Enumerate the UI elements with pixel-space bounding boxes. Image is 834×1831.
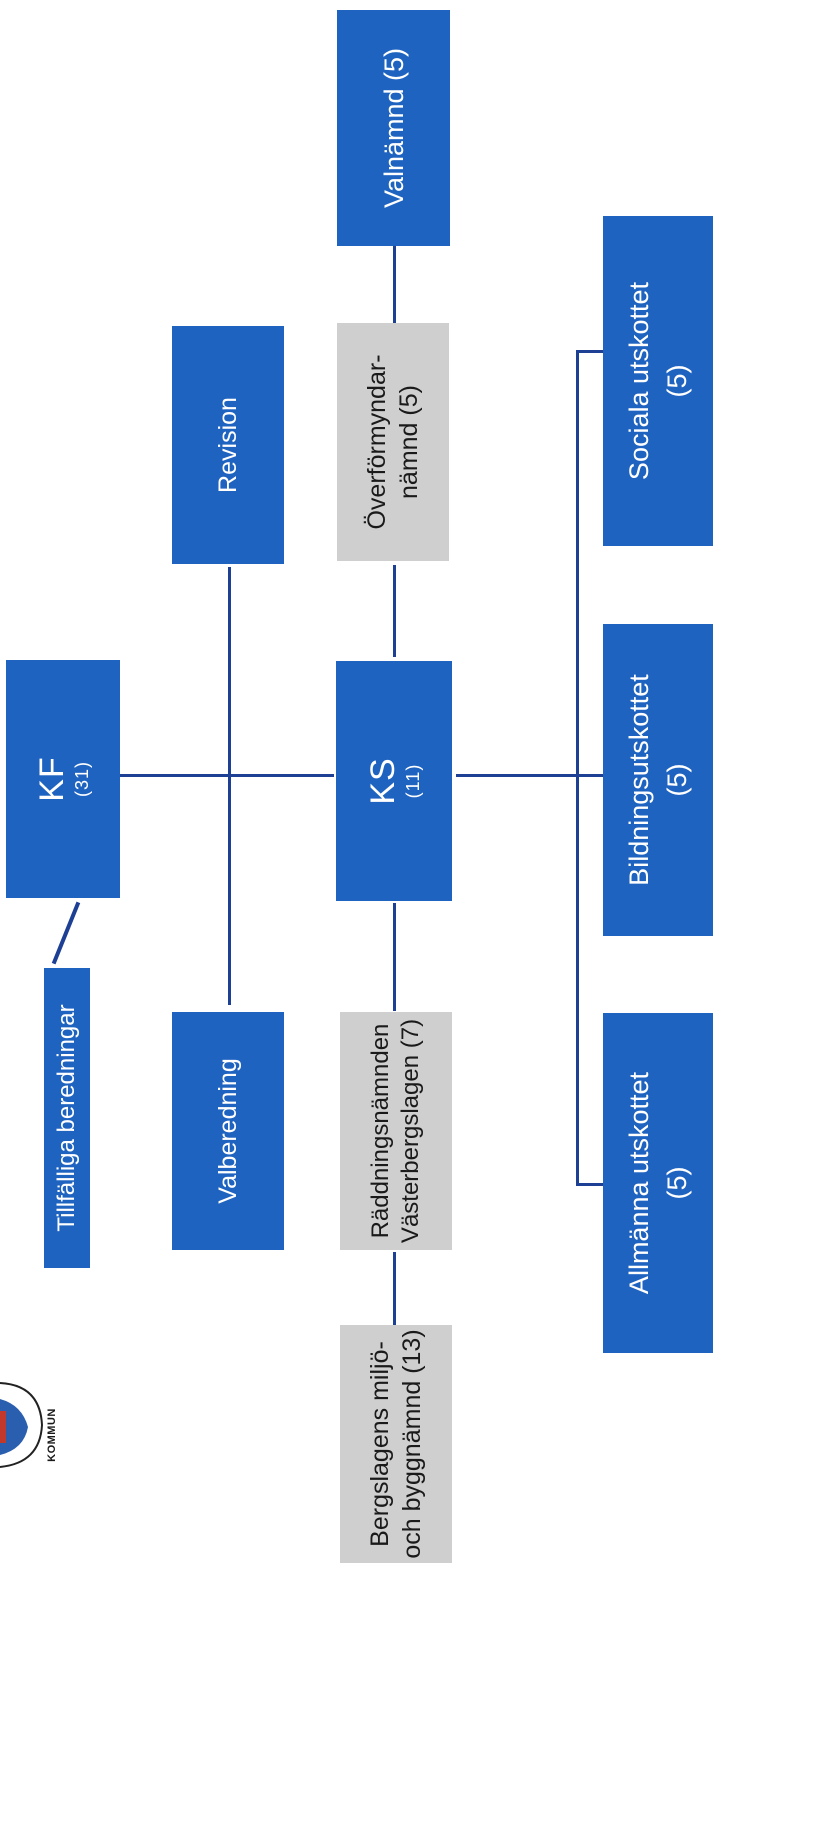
valberedning-label: Valberedning bbox=[214, 1058, 242, 1204]
kommun-logo-text: KOMMUN bbox=[46, 1408, 58, 1462]
overformyndarnamnd-line-1: Överförmyndar- bbox=[363, 354, 391, 530]
overformyndarnamnd-box: Överförmyndar- nämnd (5) bbox=[337, 323, 449, 561]
bildningsutskottet-line-2: (5) bbox=[662, 763, 692, 797]
kf-label: KF (31) bbox=[33, 756, 93, 801]
connector-tillfalliga-kf bbox=[51, 901, 81, 965]
kommun-logo: KOMMUN bbox=[0, 1375, 62, 1493]
ks-title: KS bbox=[364, 757, 402, 805]
valnamnd-box: Valnämnd (5) bbox=[337, 10, 450, 246]
valnamnd-label: Valnämnd (5) bbox=[378, 47, 409, 209]
bergslagens-namnd-label: Bergslagens miljö- och byggnämnd (13) bbox=[364, 1329, 428, 1558]
raddningsnamnden-line-2: Västerbergslagen (7) bbox=[397, 1018, 424, 1244]
connector-overformyndar-valnamnd bbox=[393, 245, 396, 323]
raddningsnamnden-label: Räddningsnämnden Västerbergslagen (7) bbox=[366, 1019, 426, 1243]
raddningsnamnden-box: Räddningsnämnden Västerbergslagen (7) bbox=[340, 1012, 452, 1250]
ks-count: (11) bbox=[403, 763, 423, 799]
allmanna-utskottet-line-1: Allmänna utskottet bbox=[624, 1071, 654, 1295]
sociala-utskottet-line-2: (5) bbox=[662, 364, 692, 398]
kommun-logo-mark bbox=[0, 1382, 44, 1468]
overformyndarnamnd-line-2: nämnd (5) bbox=[395, 385, 423, 499]
bergslagens-namnd-line-2: och byggnämnd (13) bbox=[398, 1329, 426, 1559]
revision-label: Revision bbox=[214, 397, 242, 493]
tillfalliga-beredningar-box: Tillfälliga beredningar bbox=[44, 968, 90, 1268]
raddningsnamnden-line-1: Räddningsnämnden bbox=[367, 1023, 394, 1239]
bildningsutskottet-box: Bildningsutskottet (5) bbox=[603, 624, 713, 936]
ks-box: KS (11) bbox=[336, 661, 452, 901]
sociala-utskottet-box: Sociala utskottet (5) bbox=[603, 216, 713, 546]
connector-valberedning-revision bbox=[228, 567, 231, 1005]
connector-ks-committees bbox=[456, 774, 578, 777]
bildningsutskottet-label: Bildningsutskottet (5) bbox=[620, 674, 696, 886]
tillfalliga-beredningar-label: Tillfälliga beredningar bbox=[53, 1004, 80, 1232]
bildningsutskottet-line-1: Bildningsutskottet bbox=[624, 674, 654, 886]
valberedning-box: Valberedning bbox=[172, 1012, 284, 1250]
connector-kf-spine bbox=[120, 774, 334, 777]
allmanna-utskottet-line-2: (5) bbox=[662, 1166, 692, 1200]
revision-box: Revision bbox=[172, 326, 284, 564]
allmanna-utskottet-box: Allmänna utskottet (5) bbox=[603, 1013, 713, 1353]
connector-ks-raddning bbox=[393, 903, 396, 1011]
kf-title: KF bbox=[33, 756, 71, 802]
kf-box: KF (31) bbox=[6, 660, 120, 898]
connector-ks-overformyndar bbox=[393, 565, 396, 657]
bergslagens-namnd-box: Bergslagens miljö- och byggnämnd (13) bbox=[340, 1325, 452, 1563]
bergslagens-namnd-line-1: Bergslagens miljö- bbox=[366, 1341, 394, 1547]
ks-label: KS (11) bbox=[364, 757, 424, 804]
connector-bus-sociala bbox=[576, 350, 603, 353]
overformyndarnamnd-label: Överförmyndar- nämnd (5) bbox=[361, 354, 425, 529]
allmanna-utskottet-label: Allmänna utskottet (5) bbox=[620, 1072, 696, 1294]
connector-bus-allmanna bbox=[576, 1183, 603, 1186]
connector-raddning-bergslagen bbox=[393, 1252, 396, 1325]
connector-bus-bildning bbox=[576, 774, 603, 777]
connector-committees-bus bbox=[576, 350, 579, 1186]
kf-count: (31) bbox=[72, 760, 92, 798]
sociala-utskottet-line-1: Sociala utskottet bbox=[624, 281, 654, 481]
sociala-utskottet-label: Sociala utskottet (5) bbox=[620, 282, 696, 480]
